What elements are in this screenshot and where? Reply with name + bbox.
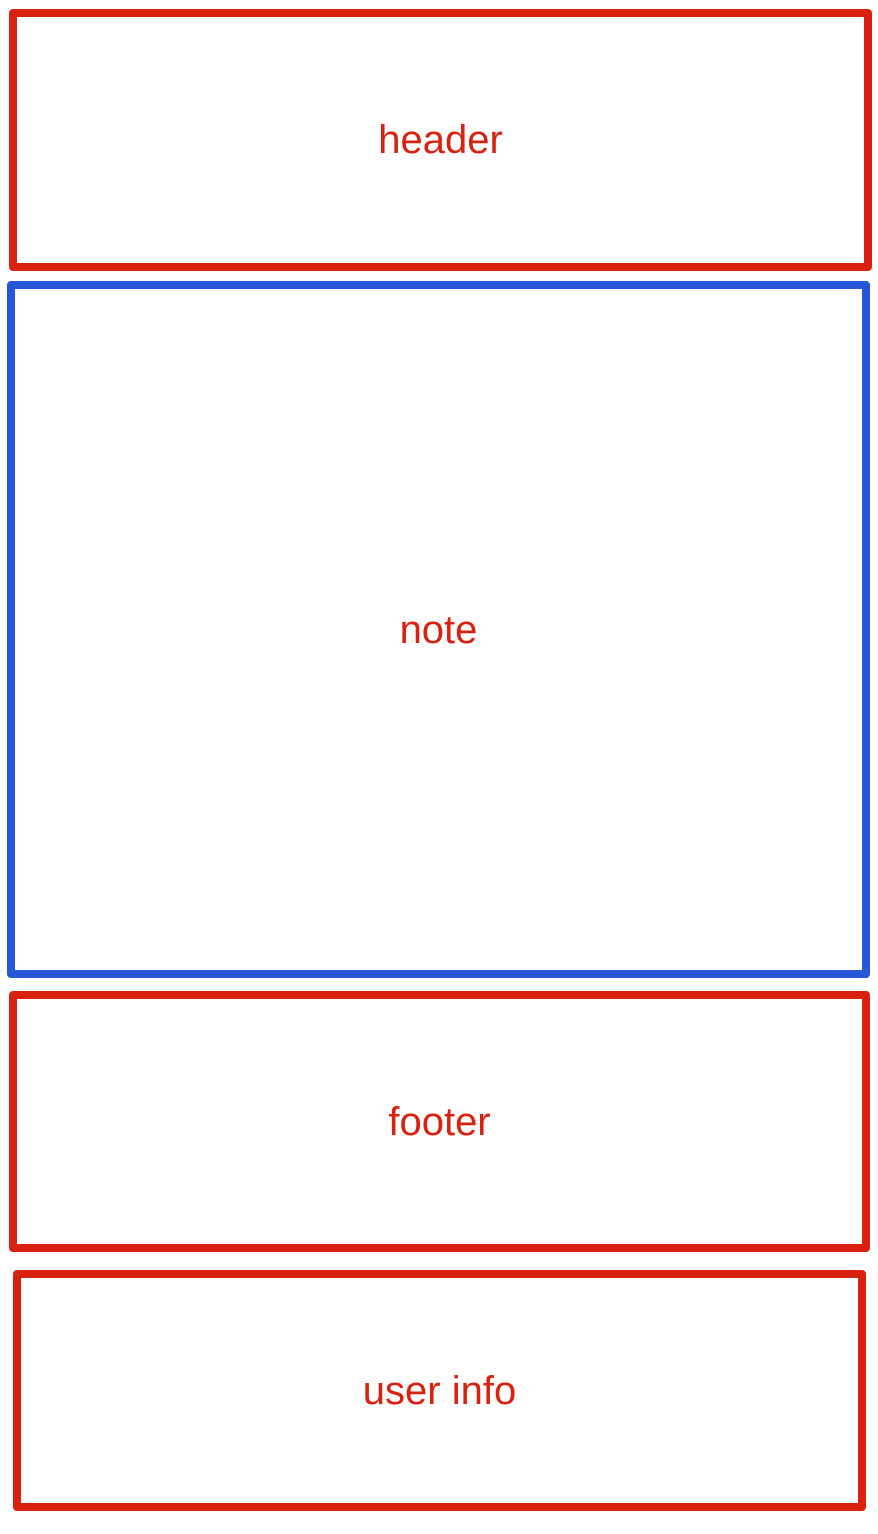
note-label: note xyxy=(399,607,478,652)
user-info-label: user info xyxy=(362,1368,517,1413)
header-label: header xyxy=(378,118,503,162)
note-box: note xyxy=(7,281,870,978)
user-info-box: user info xyxy=(13,1270,866,1511)
footer-label: footer xyxy=(388,1099,491,1144)
header-box: header xyxy=(9,9,872,271)
footer-box: footer xyxy=(9,991,870,1252)
